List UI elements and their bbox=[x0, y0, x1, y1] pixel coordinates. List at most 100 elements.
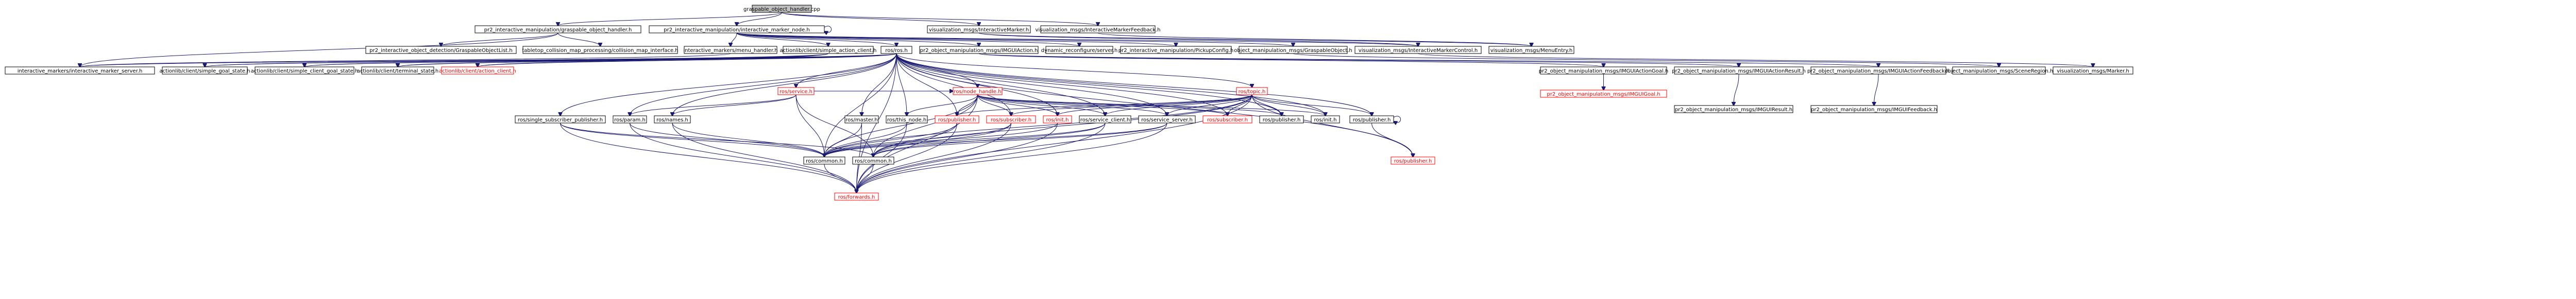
node-box[interactable] bbox=[522, 46, 678, 54]
node-box[interactable] bbox=[986, 115, 1036, 124]
node-actionlib-client-terminal-state-h[interactable]: actionlib/client/terminal_state.h bbox=[357, 66, 439, 75]
node-pr2-interactive-manipulation-interactive-marker-node-h[interactable]: pr2_interactive_manipulation/interactive… bbox=[649, 25, 825, 33]
node-object-manipulation-msgs-sceneregion-h[interactable]: object_manipulation_msgs/SceneRegion.h bbox=[1945, 66, 2054, 75]
node-pr2-object-manipulation-msgs-imguifeedback-h[interactable]: pr2_object_manipulation_msgs/IMGUIFeedba… bbox=[1810, 105, 1938, 113]
node-pr2-object-manipulation-msgs-imguiactionresult-h[interactable]: pr2_object_manipulation_msgs/IMGUIAction… bbox=[1672, 66, 1806, 75]
node-box[interactable] bbox=[935, 115, 979, 124]
node-ros-publisher-h[interactable]: ros/publisher.h bbox=[1391, 156, 1435, 165]
node-box[interactable] bbox=[649, 25, 825, 33]
node-box[interactable] bbox=[752, 5, 812, 13]
node-box[interactable] bbox=[1079, 115, 1131, 124]
node-box[interactable] bbox=[1674, 105, 1793, 113]
node-ros-init-h[interactable]: ros/init.h bbox=[1311, 115, 1340, 124]
node-dynamic-reconfigure-server-h[interactable]: dynamic_reconfigure/server.h bbox=[1041, 46, 1117, 54]
node-ros-forwards-h[interactable]: ros/forwards.h bbox=[834, 192, 879, 201]
node-actionlib-client-action-client-h[interactable]: actionlib/client/action_client.h bbox=[439, 66, 516, 75]
node-box[interactable] bbox=[852, 156, 894, 165]
node-box[interactable] bbox=[886, 115, 928, 124]
node-box[interactable] bbox=[777, 87, 815, 95]
node-box[interactable] bbox=[361, 66, 434, 75]
node-interactive-markers-interactive-marker-server-h[interactable]: interactive_markers/interactive_marker_s… bbox=[5, 66, 155, 75]
node-box[interactable] bbox=[2053, 66, 2133, 75]
node-pr2-interactive-manipulation-pickupconfig-h[interactable]: pr2_interactive_manipulation/PickupConfi… bbox=[1118, 46, 1233, 54]
node-ros-subscriber-h[interactable]: ros/subscriber.h bbox=[986, 115, 1036, 124]
node-ros-init-h[interactable]: ros/init.h bbox=[1043, 115, 1072, 124]
node-ros-common-h[interactable]: ros/common.h bbox=[852, 156, 894, 165]
node-pr2-interactive-manipulation-graspable-object-handler-h[interactable]: pr2_interactive_manipulation/graspable_o… bbox=[474, 25, 641, 33]
node-box[interactable] bbox=[919, 46, 1039, 54]
node-box[interactable] bbox=[1540, 90, 1667, 98]
node-ros-names-h[interactable]: ros/names.h bbox=[654, 115, 691, 124]
node-box[interactable] bbox=[1311, 115, 1340, 124]
node-box[interactable] bbox=[1045, 46, 1113, 54]
node-box[interactable] bbox=[783, 46, 874, 54]
node-box[interactable] bbox=[1043, 115, 1072, 124]
node-box[interactable] bbox=[834, 192, 879, 201]
node-interactive-markers-menu-handler-h[interactable]: interactive_markers/menu_handler.h bbox=[683, 46, 778, 54]
node-box[interactable] bbox=[1354, 46, 1482, 54]
node-ros-publisher-h[interactable]: ros/publisher.h bbox=[935, 115, 979, 124]
node-box[interactable] bbox=[1259, 115, 1304, 124]
node-pr2-interactive-object-detection-graspableobjectlist-h[interactable]: pr2_interactive_object_detection/Graspab… bbox=[365, 46, 517, 54]
node-ros-common-h[interactable]: ros/common.h bbox=[803, 156, 845, 165]
node-box[interactable] bbox=[927, 25, 1031, 33]
node-object-manipulation-msgs-graspableobject-h[interactable]: object_manipulation_msgs/GraspableObject… bbox=[1234, 46, 1352, 54]
node-actionlib-client-simple-goal-state-h[interactable]: actionlib/client/simple_goal_state.h bbox=[159, 66, 250, 75]
node-box[interactable] bbox=[654, 115, 691, 124]
node-box[interactable] bbox=[1540, 66, 1667, 75]
node-box[interactable] bbox=[1202, 115, 1252, 124]
node-box[interactable] bbox=[255, 66, 354, 75]
node-box[interactable] bbox=[515, 115, 606, 124]
node-actionlib-client-simple-client-goal-state-h[interactable]: actionlib/client/simple_client_goal_stat… bbox=[251, 66, 359, 75]
node-box[interactable] bbox=[1239, 46, 1348, 54]
node-visualization-msgs-interactivemarkerfeedback-h[interactable]: visualization_msgs/InteractiveMarkerFeed… bbox=[1036, 25, 1161, 33]
node-ros-service-client-h[interactable]: ros/service_client.h bbox=[1079, 115, 1131, 124]
node-box[interactable] bbox=[474, 25, 641, 33]
node-box[interactable] bbox=[365, 46, 517, 54]
node-visualization-msgs-interactivemarkercontrol-h[interactable]: visualization_msgs/InteractiveMarkerCont… bbox=[1354, 46, 1482, 54]
node-box[interactable] bbox=[1674, 66, 1804, 75]
node-pr2-object-manipulation-msgs-imguiactionfeedback-h[interactable]: pr2_object_manipulation_msgs/IMGUIAction… bbox=[1807, 66, 1950, 75]
node-box[interactable] bbox=[1138, 115, 1196, 124]
node-pr2-object-manipulation-msgs-imguiaction-h[interactable]: pr2_object_manipulation_msgs/IMGUIAction… bbox=[919, 46, 1039, 54]
node-box[interactable] bbox=[880, 46, 912, 54]
node-box[interactable] bbox=[1810, 66, 1946, 75]
node-box[interactable] bbox=[803, 156, 845, 165]
node-box[interactable] bbox=[684, 46, 777, 54]
node-visualization-msgs-marker-h[interactable]: visualization_msgs/Marker.h bbox=[2053, 66, 2133, 75]
node-ros-single-subscriber-publisher-h[interactable]: ros/single_subscriber_publisher.h bbox=[515, 115, 606, 124]
node-box[interactable] bbox=[5, 66, 155, 75]
node-box[interactable] bbox=[162, 66, 248, 75]
node-pr2-object-manipulation-msgs-imguiactiongoal-h[interactable]: pr2_object_manipulation_msgs/IMGUIAction… bbox=[1539, 66, 1668, 75]
node-box[interactable] bbox=[1236, 87, 1268, 95]
node-pr2-object-manipulation-msgs-imguiresult-h[interactable]: pr2_object_manipulation_msgs/IMGUIResult… bbox=[1674, 105, 1793, 113]
node-box[interactable] bbox=[1040, 25, 1156, 33]
node-box[interactable] bbox=[953, 87, 1003, 95]
node-ros-service-h[interactable]: ros/service.h bbox=[777, 87, 815, 95]
node-ros-topic-h[interactable]: ros/topic.h bbox=[1236, 87, 1268, 95]
node-ros-param-h[interactable]: ros/param.h bbox=[613, 115, 647, 124]
node-box[interactable] bbox=[844, 115, 879, 124]
node-tabletop-collision-map-processing-collision-map-interface-h[interactable]: tabletop_collision_map_processing/collis… bbox=[522, 46, 679, 54]
node-box[interactable] bbox=[1391, 156, 1435, 165]
node-box[interactable] bbox=[441, 66, 514, 75]
node-graspable-object-handler-cpp[interactable]: graspable_object_handler.cpp bbox=[743, 5, 820, 13]
node-ros-subscriber-h[interactable]: ros/subscriber.h bbox=[1202, 115, 1252, 124]
node-ros-master-h[interactable]: ros/master.h bbox=[844, 115, 879, 124]
node-box[interactable] bbox=[1488, 46, 1574, 54]
node-box[interactable] bbox=[613, 115, 647, 124]
node-ros-service-server-h[interactable]: ros/service_server.h bbox=[1138, 115, 1196, 124]
node-ros-this-node-h[interactable]: ros/this_node.h bbox=[886, 115, 928, 124]
node-box[interactable] bbox=[1349, 115, 1394, 124]
node-ros-node-handle-h[interactable]: ros/node_handle.h bbox=[953, 87, 1003, 95]
node-ros-ros-h[interactable]: ros/ros.h bbox=[880, 46, 912, 54]
node-visualization-msgs-interactivemarker-h[interactable]: visualization_msgs/InteractiveMarker.h bbox=[927, 25, 1031, 33]
node-ros-publisher-h[interactable]: ros/publisher.h bbox=[1259, 115, 1304, 124]
node-ros-publisher-h[interactable]: ros/publisher.h bbox=[1349, 115, 1394, 124]
node-box[interactable] bbox=[1810, 105, 1938, 113]
node-visualization-msgs-menuentry-h[interactable]: visualization_msgs/MenuEntry.h bbox=[1488, 46, 1574, 54]
node-actionlib-client-simple-action-client-h[interactable]: actionlib/client/simple_action_client.h bbox=[780, 46, 877, 54]
node-box[interactable] bbox=[1120, 46, 1232, 54]
node-box[interactable] bbox=[1952, 66, 2046, 75]
node-pr2-object-manipulation-msgs-imguigoal-h[interactable]: pr2_object_manipulation_msgs/IMGUIGoal.h bbox=[1540, 90, 1667, 98]
